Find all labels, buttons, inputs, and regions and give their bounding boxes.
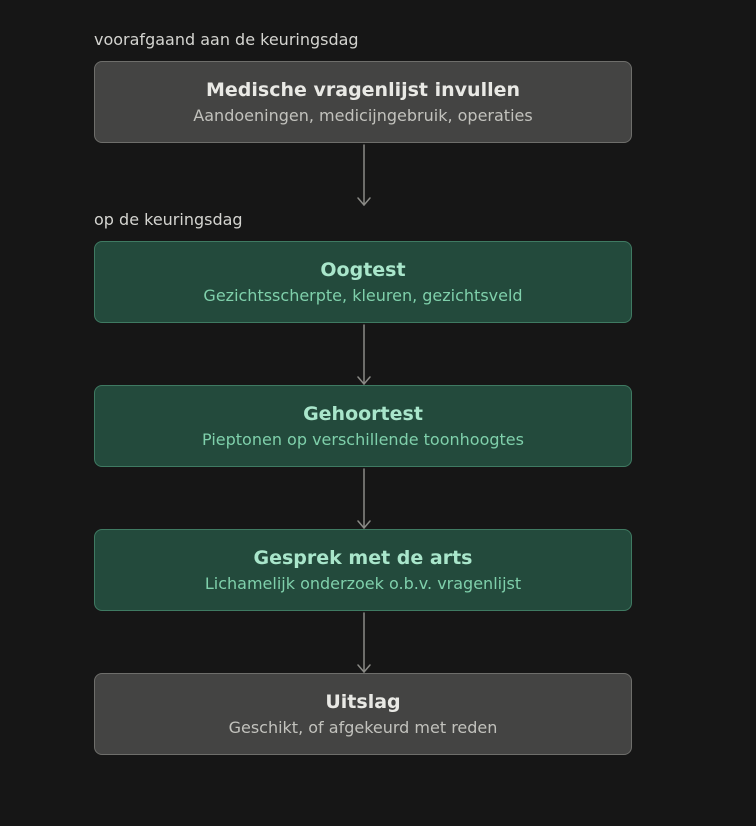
step-title: Oogtest bbox=[320, 259, 406, 281]
step-title: Uitslag bbox=[325, 691, 401, 713]
step-subtitle: Aandoeningen, medicijngebruik, operaties bbox=[193, 106, 533, 125]
step-subtitle: Geschikt, of afgekeurd met reden bbox=[228, 718, 498, 737]
step-hearing-test: Gehoortest Pieptonen op verschillende to… bbox=[94, 385, 632, 467]
step-title: Gesprek met de arts bbox=[253, 547, 473, 569]
step-result: Uitslag Geschikt, of afgekeurd met reden bbox=[94, 673, 632, 755]
step-title: Medische vragenlijst invullen bbox=[205, 79, 521, 101]
step-subtitle: Pieptonen op verschillende toonhoogtes bbox=[202, 430, 524, 449]
section-label-day: op de keuringsdag bbox=[94, 210, 243, 229]
arrow-4 bbox=[357, 612, 371, 673]
step-subtitle: Gezichtsscherpte, kleuren, gezichtsveld bbox=[203, 286, 523, 305]
section-label-before: voorafgaand aan de keuringsdag bbox=[94, 30, 359, 49]
step-subtitle: Lichamelijk onderzoek o.b.v. vragenlijst bbox=[204, 574, 522, 593]
step-doctor-talk: Gesprek met de arts Lichamelijk onderzoe… bbox=[94, 529, 632, 611]
arrow-3 bbox=[357, 468, 371, 529]
step-title: Gehoortest bbox=[303, 403, 423, 425]
arrow-2 bbox=[357, 324, 371, 385]
arrow-1 bbox=[357, 144, 371, 206]
step-eye-test: Oogtest Gezichtsscherpte, kleuren, gezic… bbox=[94, 241, 632, 323]
step-questionnaire: Medische vragenlijst invullen Aandoening… bbox=[94, 61, 632, 143]
